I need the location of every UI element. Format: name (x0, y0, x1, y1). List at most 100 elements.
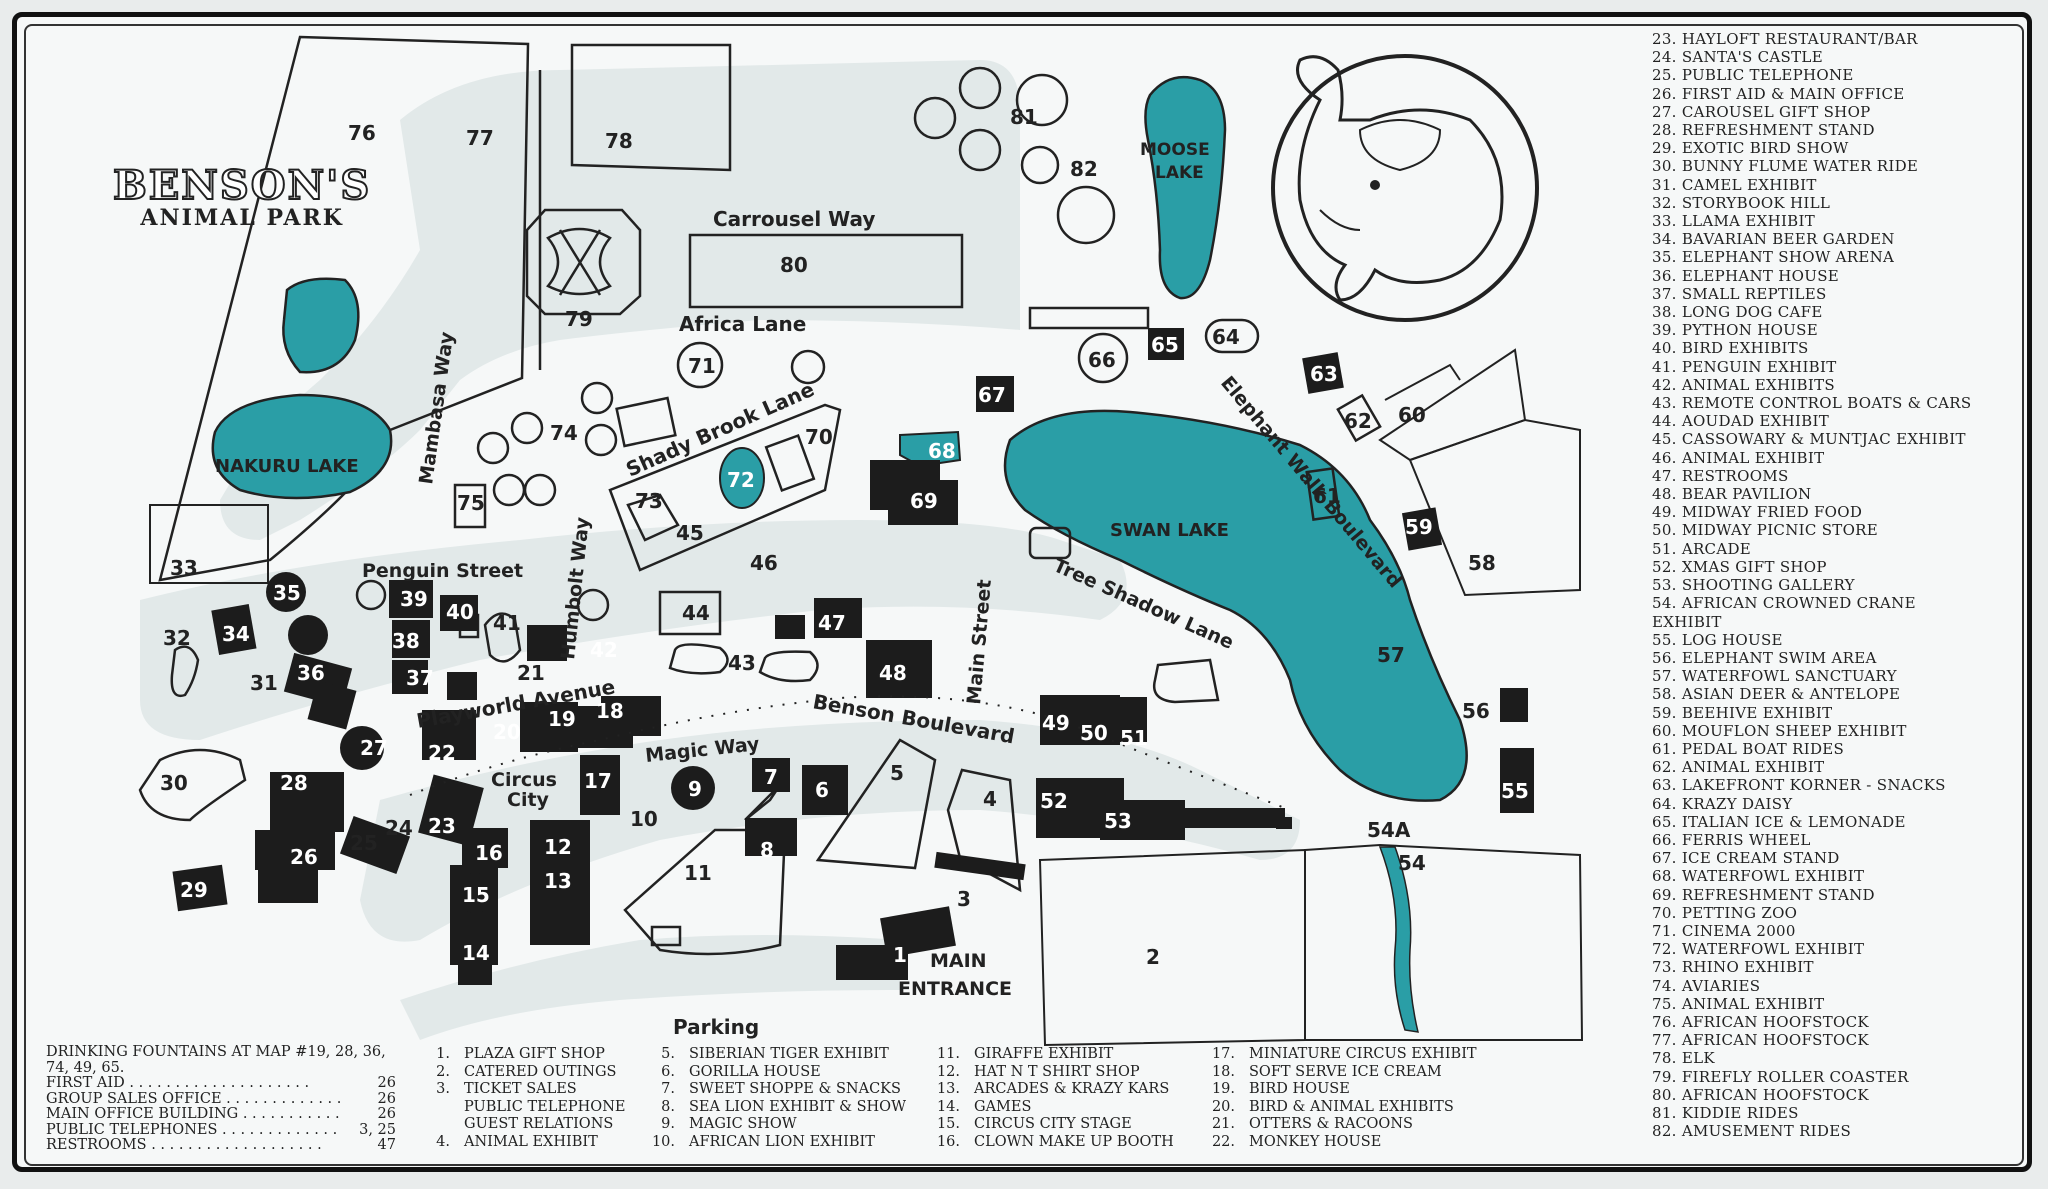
map-num-25: 25 (350, 831, 378, 855)
map-num-41: 41 (493, 611, 521, 635)
map-num-18: 18 (596, 699, 624, 723)
map-num-15: 15 (462, 883, 490, 907)
legend-item-number: 14. (936, 1098, 960, 1115)
park-title: BENSON'S ANIMAL PARK (112, 161, 371, 231)
legend-right-item: 33. LLAMA EXHIBIT (1652, 212, 1816, 231)
moose-lake (1144, 75, 1227, 300)
legend-item-text: HAT n T SHIRT SHOP (974, 1063, 1140, 1080)
map-num-77: 77 (466, 126, 494, 150)
legend-right-item: 63. LAKEFRONT KORNER - SNACKS (1652, 776, 1946, 795)
legend-item-number: 21. (1211, 1116, 1235, 1133)
stream-54 (1378, 846, 1419, 1033)
map-num-10: 10 (630, 807, 658, 831)
legend-item-text: BIRD HOUSE (1249, 1081, 1350, 1098)
legend-right-item: 25. PUBLIC TELEPHONE (1652, 66, 1854, 85)
legend-bottom-item: 4.ANIMAL EXHIBIT (422, 1134, 625, 1152)
legend-bottom-item: 17.MINIATURE CIRCUS EXHIBIT (1207, 1046, 1477, 1064)
legend-right-item: 48. BEAR PAVILION (1652, 485, 1812, 504)
legend-right-item: 30. BUNNY FLUME WATER RIDE (1652, 157, 1919, 176)
legend-item-number: 4. (436, 1133, 450, 1150)
map-num-68: 68 (928, 439, 956, 463)
dashed-building-row (1176, 812, 1292, 829)
legend-item-number: 16. (936, 1133, 960, 1150)
map-num-81: 81 (1010, 105, 1038, 129)
legend-right-item: 72. WATERFOWL EXHIBIT (1652, 940, 1865, 959)
map-num-17: 17 (584, 769, 612, 793)
map-num-60: 60 (1398, 403, 1426, 427)
legend-right-item: 62. ANIMAL EXHIBIT (1652, 758, 1825, 777)
map-num-42: 42 (590, 638, 618, 662)
map-num-59: 59 (1405, 515, 1433, 539)
amenity-value: 47 (377, 1137, 396, 1153)
main-entrance-1: MAIN (930, 950, 987, 972)
legend-bottom-item: 19.BIRD HOUSE (1207, 1081, 1477, 1099)
map-num-45: 45 (676, 521, 704, 545)
roller-coaster-79 (525, 208, 642, 316)
legend-bottom-item: 2.CATERED OUTINGS (422, 1064, 625, 1082)
legend-bottom-item: 9.MAGIC SHOW (647, 1116, 906, 1134)
legend-right-item: 38. LONG DOG CAFE (1652, 303, 1823, 322)
nakuru-lake (211, 393, 393, 500)
map-num-72: 72 (727, 468, 755, 492)
map-num-6: 6 (815, 778, 829, 802)
map-num-3: 3 (957, 887, 971, 911)
amenity-label: RESTROOMS . . . . . . . . . . . . . . . … (46, 1137, 322, 1153)
swan-lake (1003, 409, 1468, 802)
road-shady-brook-lane: Shady Brook Lane (622, 377, 818, 482)
legend-right-item: 73. RHINO EXHIBIT (1652, 958, 1814, 977)
lake-label-swan: SWAN LAKE (1110, 520, 1229, 541)
map-num-54: 54 (1398, 851, 1426, 875)
legend-bottom-item: 21.OTTERS & RACOONS (1207, 1116, 1477, 1134)
legend-right-item: 49. MIDWAY FRIED FOOD (1652, 503, 1863, 522)
map-num-56: 56 (1462, 699, 1490, 723)
legend-item-text: GORILLA HOUSE (689, 1063, 821, 1080)
legend-bottom-item: 5.SIBERIAN TIGER EXHIBIT (647, 1046, 906, 1064)
legend-right-item: 34. BAVARIAN BEER GARDEN (1652, 230, 1895, 249)
legend-item-number: 13. (936, 1081, 960, 1098)
legend-item-text: SIBERIAN TIGER EXHIBIT (689, 1046, 889, 1062)
legend-right-item: 41. PENGUIN EXHIBIT (1652, 357, 1837, 376)
map-num-23: 23 (428, 814, 456, 838)
map-num-5: 5 (890, 761, 904, 785)
legend-right-item: 59. BEEHIVE EXHIBIT (1652, 703, 1833, 722)
legend-right-item: 39. PYTHON HOUSE (1652, 321, 1818, 340)
map-num-57: 57 (1377, 643, 1405, 667)
map-num-21: 21 (517, 661, 545, 685)
map-num-31: 31 (250, 671, 278, 695)
map-num-40: 40 (446, 600, 474, 624)
legend-right-item: 53. SHOOTING GALLERY (1652, 576, 1855, 595)
map-num-30: 30 (160, 771, 188, 795)
legend-item-number: 11. (936, 1046, 960, 1062)
amenity-label: GROUP SALES OFFICE . . . . . . . . . . .… (46, 1090, 342, 1107)
map-num-16: 16 (475, 841, 503, 865)
legend-right-item: 60. MOUFLON SHEEP EXHIBIT (1652, 721, 1907, 740)
amenity-row: MAIN OFFICE BUILDING . . . . . . . . . .… (46, 1106, 396, 1123)
map-num-19: 19 (548, 707, 576, 731)
legend-item-number: 9. (661, 1116, 675, 1133)
legend-right-item: 29. EXOTIC BIRD SHOW (1652, 139, 1849, 158)
map-num-49: 49 (1042, 711, 1070, 735)
legend-item-text: SWEET SHOPPE & SNACKS (689, 1081, 901, 1098)
amenity-label: PUBLIC TELEPHONES . . . . . . . . . . . … (46, 1121, 338, 1138)
amenity-row: GROUP SALES OFFICE . . . . . . . . . . .… (46, 1090, 396, 1108)
map-num-73: 73 (635, 489, 663, 513)
legend-item-number: 8. (661, 1098, 675, 1115)
legend-right-item: 78. ELK (1652, 1049, 1715, 1068)
legend-item-text: PUBLIC TELEPHONE (464, 1098, 626, 1115)
legend-right-item: 70. PETTING ZOO (1652, 903, 1798, 922)
map-num-32: 32 (163, 626, 191, 650)
map-num-76: 76 (348, 121, 376, 145)
legend-bottom-item: PUBLIC TELEPHONE (422, 1099, 625, 1117)
map-num-82: 82 (1070, 157, 1098, 181)
map-num-53: 53 (1104, 809, 1132, 833)
map-num-62: 62 (1344, 409, 1372, 433)
map-num-64: 64 (1212, 325, 1240, 349)
map-num-47: 47 (818, 611, 846, 635)
map-num-7: 7 (764, 765, 778, 789)
amenity-value: 26 (377, 1090, 396, 1107)
map-num-54a: 54A (1367, 818, 1411, 842)
